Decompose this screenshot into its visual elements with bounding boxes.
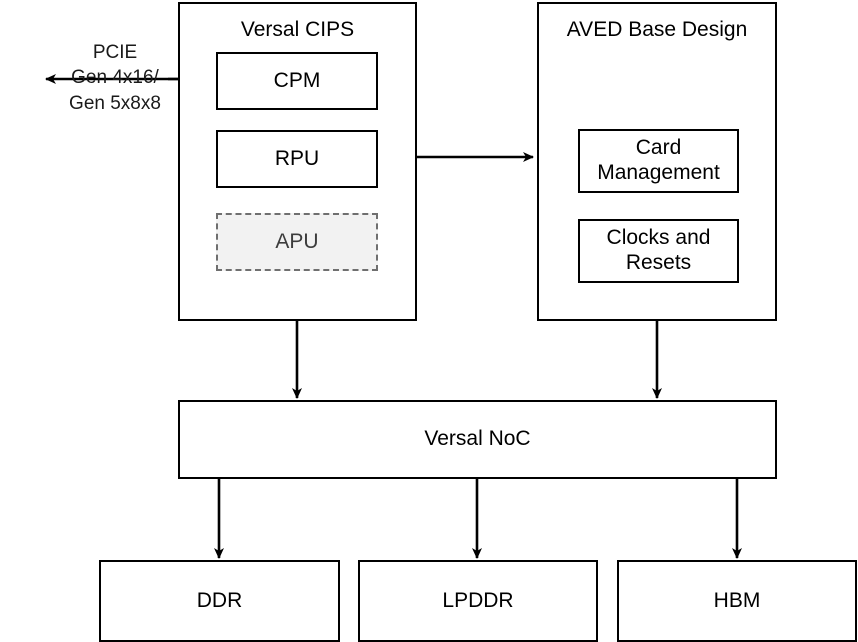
- pcie-link-label: PCIE Gen 4x16/ Gen 5x8x8: [69, 42, 161, 114]
- block-versal-cips[interactable]: Versal CIPS CPM RPU APU: [178, 2, 417, 321]
- block-card-management[interactable]: Card Management: [578, 129, 739, 193]
- block-cpm[interactable]: CPM: [216, 52, 378, 110]
- block-lpddr[interactable]: LPDDR: [358, 560, 598, 642]
- block-rpu[interactable]: RPU: [216, 130, 378, 188]
- block-clocks-and-resets[interactable]: Clocks and Resets: [578, 219, 739, 283]
- block-versal-noc[interactable]: Versal NoC: [178, 400, 777, 479]
- block-versal-cips-title: Versal CIPS: [240, 18, 355, 41]
- block-aved-base-design[interactable]: AVED Base Design Card Management Clocks …: [537, 2, 777, 321]
- block-apu[interactable]: APU: [216, 213, 378, 271]
- block-hbm[interactable]: HBM: [617, 560, 857, 642]
- block-aved-base-design-title: AVED Base Design: [566, 18, 748, 41]
- block-ddr[interactable]: DDR: [99, 560, 340, 642]
